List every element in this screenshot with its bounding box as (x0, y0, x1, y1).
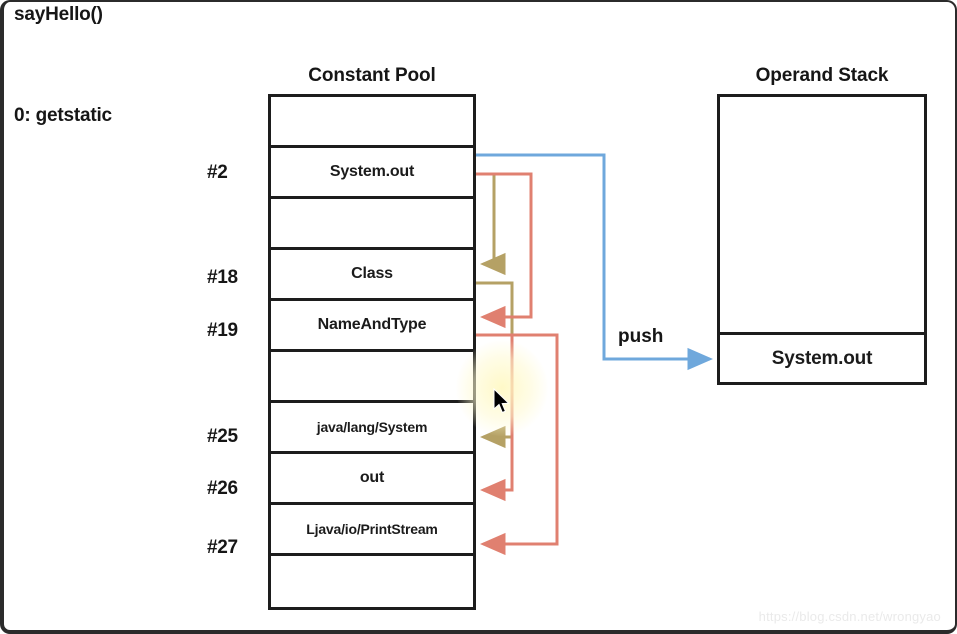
watermark: https://blog.csdn.net/wrongyao (758, 609, 941, 624)
table-row[interactable]: System.out (271, 148, 473, 199)
cp-value: Ljava/io/PrintStream (306, 521, 438, 537)
operand-stack-title: Operand Stack (755, 65, 889, 86)
operand-stack-box: System.out (717, 94, 927, 385)
table-row[interactable] (271, 556, 473, 607)
table-row[interactable]: Ljava/io/PrintStream (271, 505, 473, 556)
type-arrow (476, 333, 559, 556)
class-ref-arrow (476, 172, 506, 276)
push-arrow (476, 153, 713, 371)
cp-value: Class (351, 265, 393, 282)
instruction-label: 0: getstatic (14, 105, 112, 126)
push-label: push (618, 326, 664, 347)
table-row[interactable]: java/lang/System (271, 403, 473, 454)
table-row[interactable]: Class (271, 250, 473, 301)
table-row[interactable] (271, 352, 473, 403)
method-title: sayHello() (14, 4, 103, 25)
table-row[interactable]: out (271, 454, 473, 505)
cp-index-27: #27 (207, 537, 238, 558)
cp-value: NameAndType (317, 316, 427, 333)
cp-index-18: #18 (207, 267, 238, 288)
operand-stack-item-label: System.out (771, 347, 873, 369)
cp-value: out (359, 469, 385, 486)
mouse-cursor-icon (493, 388, 510, 414)
cp-index-26: #26 (207, 478, 238, 499)
cp-index-19: #19 (207, 320, 238, 341)
operand-stack-item[interactable]: System.out (720, 332, 924, 382)
cp-index-2: #2 (207, 162, 228, 183)
operand-stack-empty-area (720, 97, 924, 332)
cp-index-25: #25 (207, 426, 238, 447)
constant-pool-title: Constant Pool (308, 65, 436, 86)
nameandtype-ref-arrow (476, 172, 533, 329)
table-row[interactable]: NameAndType (271, 301, 473, 352)
cp-value: java/lang/System (316, 419, 428, 435)
table-row[interactable] (271, 97, 473, 148)
cp-value: System.out (329, 163, 415, 180)
class-name-arrow (476, 281, 514, 449)
table-row[interactable] (271, 199, 473, 250)
constant-pool-table: System.out Class NameAndType java/lang/S… (268, 94, 476, 610)
name-arrow (476, 333, 514, 502)
